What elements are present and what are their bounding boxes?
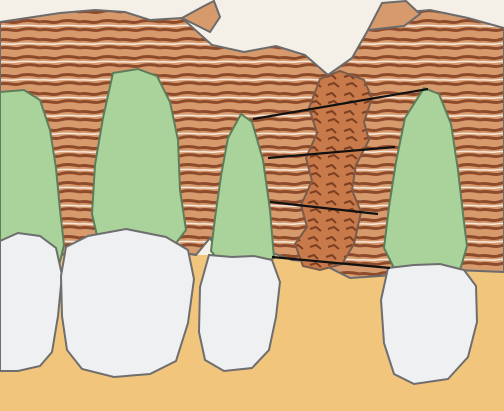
- tooth-crown-left: [61, 229, 194, 377]
- tooth-crown-left-partial: [0, 233, 62, 371]
